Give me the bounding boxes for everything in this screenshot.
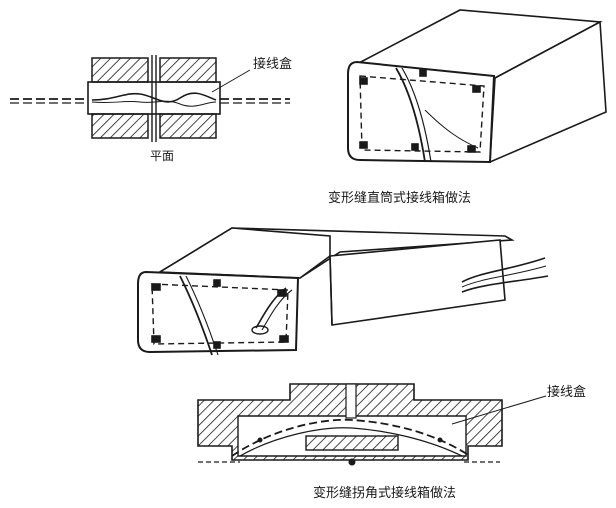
junction-box-label-bottom: 接线盒 xyxy=(547,385,587,400)
corner-box-section xyxy=(197,383,547,466)
junction-box-plan xyxy=(87,81,221,115)
caption-straight-type: 变形缝直筒式接线箱做法 xyxy=(328,191,472,206)
plan-view-figure xyxy=(10,55,290,142)
plan-view-label: 平面 xyxy=(150,149,175,163)
wall-block-upper-left xyxy=(91,57,149,83)
wall-block-upper-right xyxy=(159,57,217,83)
wall-block-lower-right xyxy=(159,113,217,139)
corner-box-figure xyxy=(137,227,549,356)
straight-box-figure xyxy=(347,9,607,164)
caption-corner-type: 变形缝拐角式接线箱做法 xyxy=(313,486,457,501)
wall-block-lower-left xyxy=(91,113,149,139)
junction-box-label-top: 接线盒 xyxy=(253,57,293,72)
